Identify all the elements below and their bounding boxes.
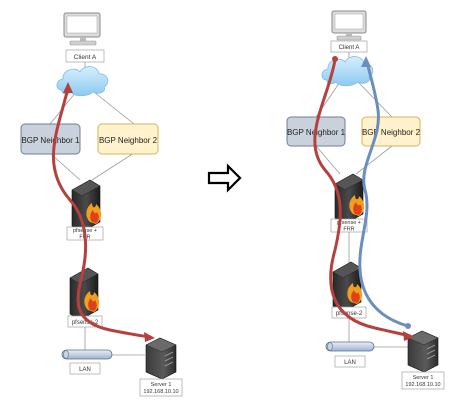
firewall-2-icon [332, 261, 363, 313]
bgp-neighbor-2-label: BGP Neighbor 2 [99, 136, 158, 145]
client-computer-icon [331, 10, 367, 41]
transition-arrow-icon [207, 163, 242, 193]
firewall-2-label: pfsense-2 [72, 320, 99, 326]
lan-bus-icon [61, 349, 113, 360]
firewall-2-icon [69, 267, 100, 321]
server-label-box [139, 378, 183, 397]
bgp-neighbor-2-box [97, 123, 159, 155]
client-label: Client A [74, 54, 97, 61]
client-label-box [65, 49, 105, 63]
server-icon [145, 337, 177, 380]
firewall-1-label-line2: FRR [343, 227, 354, 233]
server-label-line2: 192.168.10.10 [405, 382, 440, 388]
left-red-traffic-path [51, 82, 155, 342]
left-diagram: Client A BGP Neighbor 1 BGP Neighbor 2 p… [20, 12, 183, 397]
client-label: Client A [339, 45, 360, 51]
lan-label: LAN [79, 367, 91, 373]
lan-label-box [334, 355, 366, 368]
client-computer-icon [63, 12, 101, 46]
right-diagram: Client A BGP Neighbor 1 BGP Neighbor 2 p… [286, 10, 445, 390]
bgp-neighbor-2-label: BGP Neighbor 2 [362, 128, 421, 137]
firewall-1-icon [71, 179, 102, 233]
lan-label-box [69, 362, 101, 375]
lan-label: LAN [344, 360, 356, 366]
lan-bus-icon [325, 341, 375, 352]
server-label-line1: Server 1 [413, 375, 434, 381]
right-blue-traffic-path [358, 56, 411, 329]
server-icon [407, 330, 439, 373]
firewall-2-label: pfsense-2 [336, 311, 363, 317]
bgp-neighbor-1-label: BGP Neighbor 1 [21, 136, 80, 145]
server-label-line2: 192.168.10.10 [143, 389, 178, 395]
bgp-neighbor-1-box [20, 123, 81, 155]
firewall-1-label-line1: pfsense + [337, 220, 361, 226]
right-red-traffic-path [313, 56, 414, 341]
client-label-box [330, 40, 368, 53]
server-label-line1: Server 1 [151, 382, 172, 388]
firewall-1-icon [334, 173, 365, 225]
server-label-box [401, 371, 445, 390]
